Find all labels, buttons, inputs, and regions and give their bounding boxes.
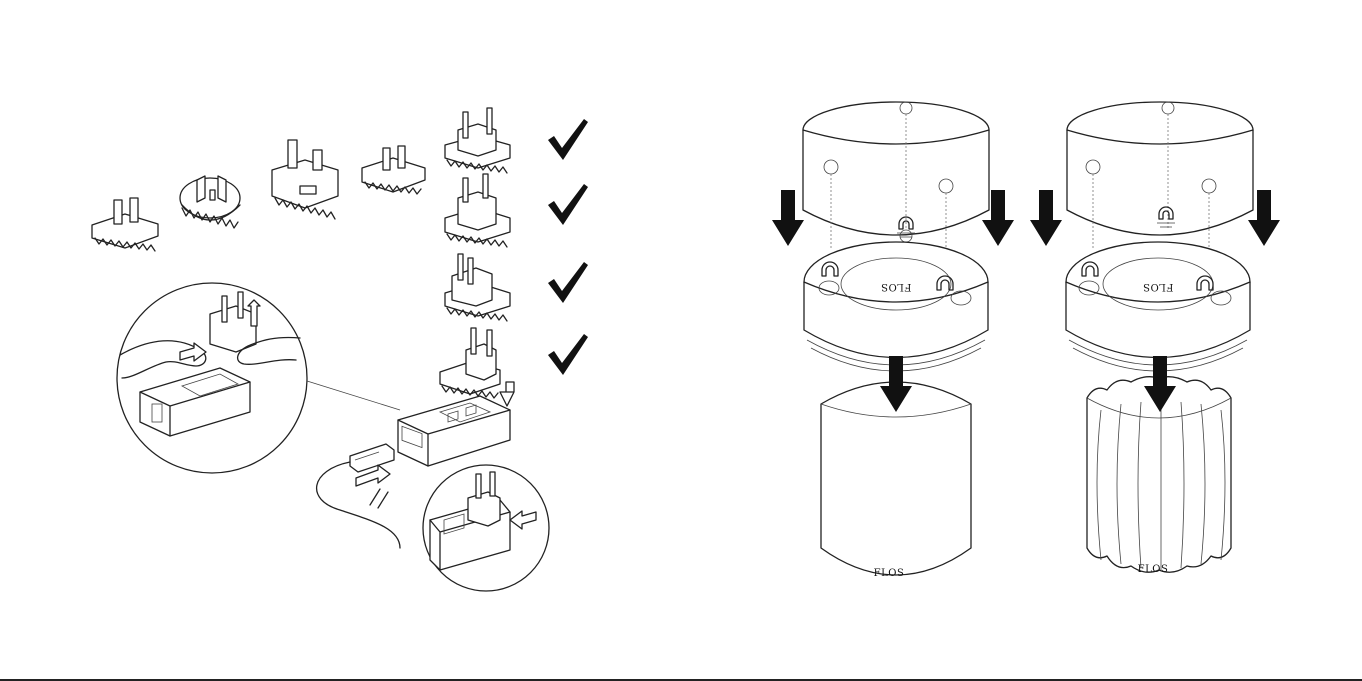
charger-icon xyxy=(398,396,510,466)
shade-on-smooth-base: FLOS FLOS xyxy=(772,102,1014,579)
light-module: FLOS xyxy=(1066,242,1250,371)
right-page: FLOS FLOS xyxy=(681,0,1362,681)
light-module: FLOS xyxy=(804,242,988,371)
zoom-circle-swap xyxy=(117,283,400,473)
usb-cable-icon xyxy=(317,444,400,548)
left-page xyxy=(0,0,681,681)
checkmark-icon xyxy=(548,262,588,303)
adapter-illustration xyxy=(0,0,681,681)
adapter-us xyxy=(92,198,158,251)
adapter-au xyxy=(180,176,240,228)
arrow-icon xyxy=(500,382,514,406)
module-label: FLOS xyxy=(881,281,912,292)
adapter-eu-4 xyxy=(440,328,500,398)
down-arrow-icon xyxy=(1030,190,1062,246)
adapter-eu-2 xyxy=(445,174,510,247)
base-label: FLOS xyxy=(874,568,905,579)
adapter-uk xyxy=(272,140,338,219)
shade-on-fluted-base: FLOS FLOS xyxy=(1030,102,1280,575)
down-arrow-icon xyxy=(772,190,804,246)
checkmark-icon xyxy=(548,119,588,160)
adapter-jp xyxy=(362,146,425,194)
checkmark-icon xyxy=(548,184,588,225)
zoom-circle-plug xyxy=(423,465,549,591)
adapter-eu-1 xyxy=(445,108,510,173)
module-label: FLOS xyxy=(1143,281,1174,292)
base-label: FLOS xyxy=(1138,564,1169,575)
assembly-illustration: FLOS FLOS xyxy=(681,0,1362,681)
checkmark-icon xyxy=(548,334,588,375)
adapter-eu-3 xyxy=(445,254,510,321)
